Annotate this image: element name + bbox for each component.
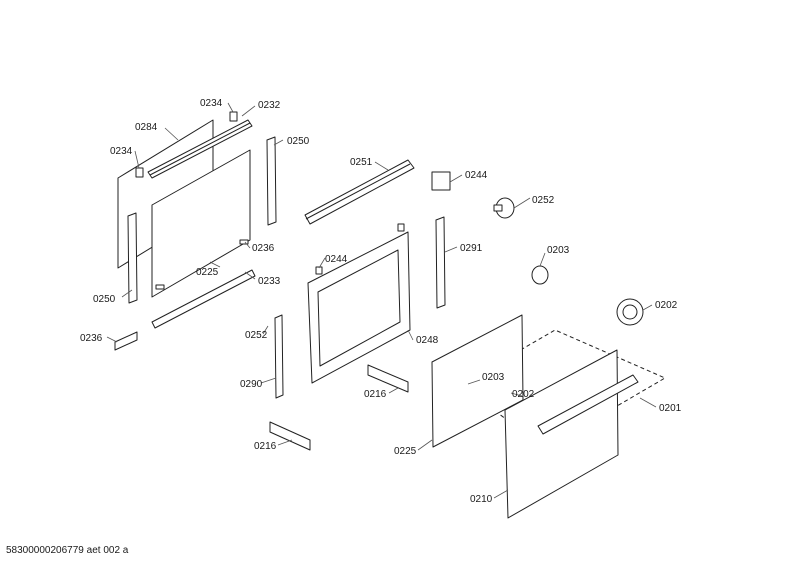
- right-side-strip: [266, 136, 277, 226]
- small-spacer: [155, 239, 249, 290]
- bottom-profile-bar: [151, 269, 256, 329]
- part-label-0251: 0251: [350, 157, 373, 168]
- front-door-0210: [504, 349, 619, 519]
- clip-0244-upper: [431, 171, 451, 191]
- part-label-0225-right: 0225: [394, 446, 417, 457]
- part-label-0250-left: 0250: [93, 294, 116, 305]
- part-label-0203-plane: 0203: [482, 372, 505, 383]
- part-label-0216-lower: 0216: [254, 441, 277, 452]
- dashed-outline: [459, 329, 666, 449]
- knob-0203: [531, 265, 549, 285]
- seal-pad: [114, 331, 138, 351]
- part-label-0290: 0290: [240, 379, 263, 390]
- knob-0202: [616, 298, 644, 326]
- part-label-0284: 0284: [135, 122, 158, 133]
- part-label-0250-right: 0250: [287, 136, 310, 147]
- inner-glass-pane-0225: [151, 149, 251, 298]
- part-label-0244-lower: 0244: [325, 254, 348, 265]
- hinge-bracket-0216-lower: [269, 421, 311, 451]
- part-label-0252-lower: 0252: [245, 330, 268, 341]
- knob-0252: [493, 197, 515, 219]
- part-label-0244-upper: 0244: [465, 170, 488, 181]
- top-frame-bar-0251: [304, 159, 415, 225]
- part-label-0202-plane: 0202: [512, 389, 535, 400]
- part-label-0233: 0233: [258, 276, 281, 287]
- side-clip: [135, 167, 144, 178]
- side-strip-0291: [435, 216, 446, 309]
- part-label-0202-knob: 0202: [655, 300, 678, 311]
- part-label-0248: 0248: [416, 335, 439, 346]
- door-frame-0248: [307, 231, 411, 384]
- part-label-0232: 0232: [258, 100, 281, 111]
- part-label-0203-knob: 0203: [547, 245, 570, 256]
- part-label-0234-top: 0234: [200, 98, 223, 109]
- top-clip: [229, 111, 238, 122]
- top-profile-bar: [147, 119, 253, 179]
- door-handle-0201: [537, 374, 639, 435]
- part-label-0216-upper: 0216: [364, 389, 387, 400]
- part-label-0234-side: 0234: [110, 146, 133, 157]
- side-strip-0290: [274, 314, 284, 399]
- drawing-reference-number: 58300000206779 aet 002 a: [6, 545, 129, 556]
- part-label-0291: 0291: [460, 243, 483, 254]
- part-label-0236-right: 0236: [252, 243, 275, 254]
- part-label-0225-left: 0225: [196, 267, 219, 278]
- part-label-0252-upper: 0252: [532, 195, 555, 206]
- part-label-0236-left: 0236: [80, 333, 103, 344]
- frame-clip-0244: [315, 223, 405, 275]
- hinge-bracket-0216-upper: [367, 364, 409, 393]
- part-label-0201: 0201: [659, 403, 682, 414]
- left-side-strip: [127, 212, 138, 304]
- part-label-0210: 0210: [470, 494, 493, 505]
